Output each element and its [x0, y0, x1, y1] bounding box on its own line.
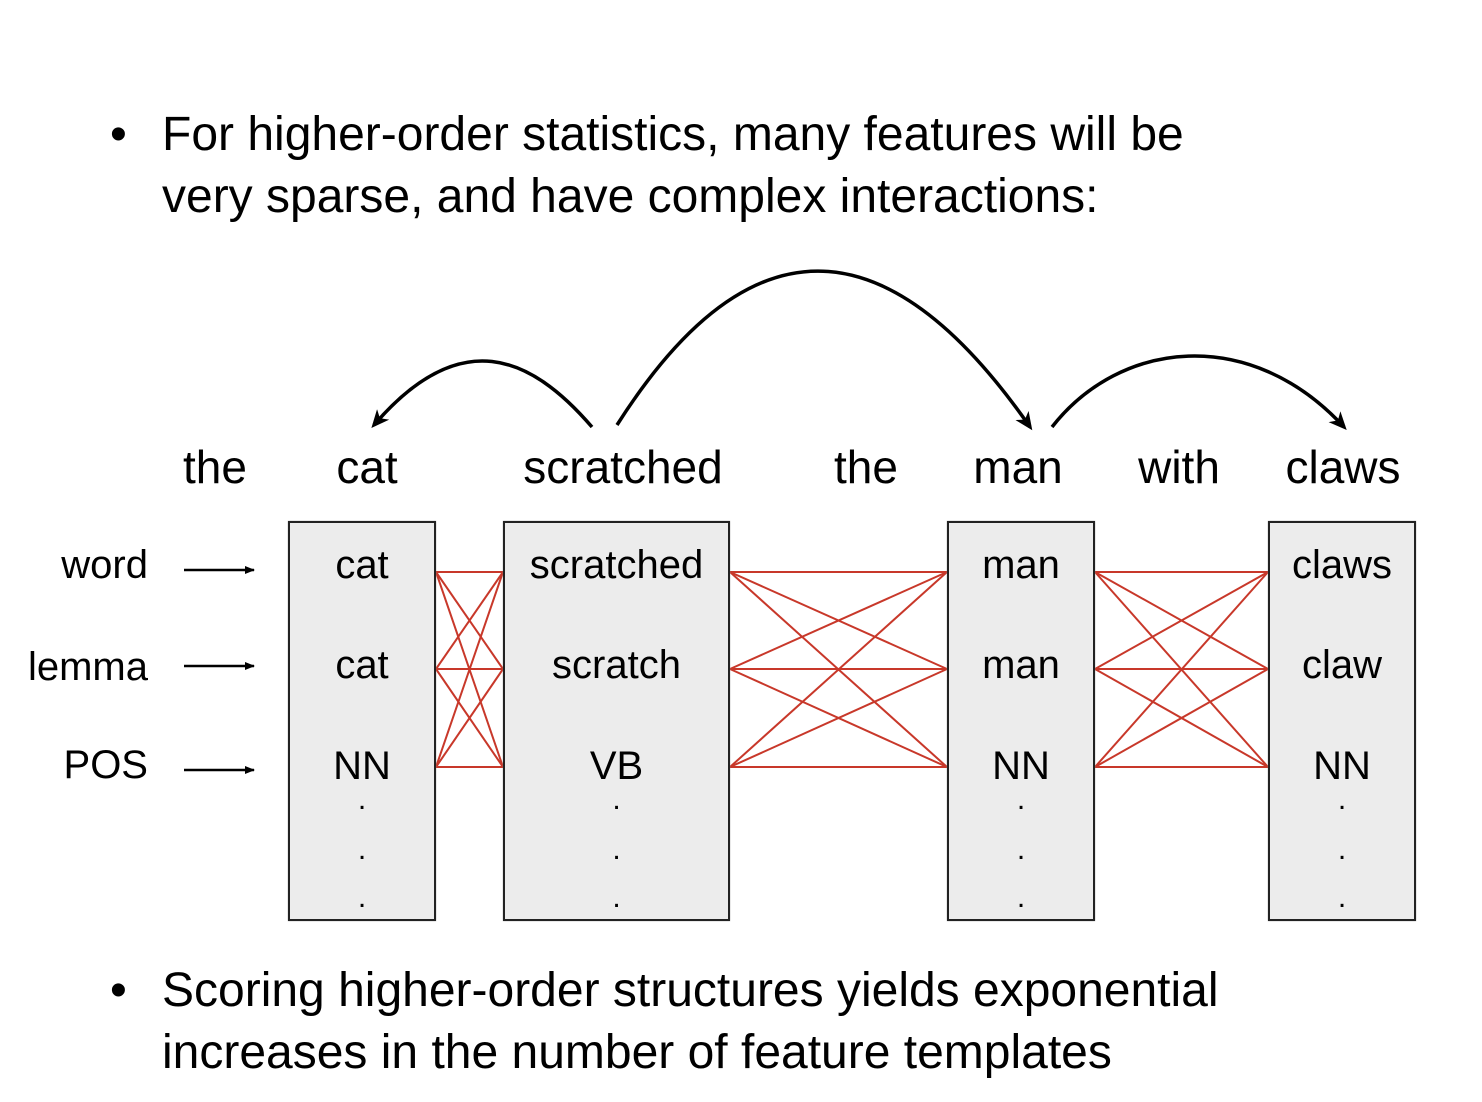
bullet-marker: • — [110, 964, 127, 1017]
connection-line — [1094, 571, 1269, 670]
feature-pos: NN — [333, 744, 391, 788]
bullet-2-line-1: Scoring higher-order structures yields e… — [162, 964, 1219, 1017]
feature-word: claws — [1291, 543, 1393, 587]
connection-line — [435, 571, 504, 768]
feature-lemma: claw — [1301, 643, 1383, 687]
feature-box-claws: claws claw NN . . . — [1268, 521, 1416, 921]
feature-word: man — [982, 543, 1060, 587]
sentence-word-man: man — [973, 441, 1063, 493]
feature-lemma: man — [982, 643, 1060, 687]
feature-box-scratched: scratched scratch VB . . . — [503, 521, 730, 921]
connection-line — [435, 571, 504, 670]
ellipsis-dot: . — [612, 833, 621, 866]
ellipsis-dot: . — [1337, 881, 1347, 914]
connection-line — [435, 668, 504, 768]
bullet-marker: • — [110, 108, 127, 161]
row-label-lemma: lemma — [27, 645, 148, 689]
ellipsis-dot: . — [1337, 783, 1347, 816]
arc-scratched-to-cat — [371, 359, 594, 429]
feature-lemma: cat — [335, 643, 389, 687]
feature-word: cat — [335, 543, 389, 587]
bullet-1-line-1: For higher-order statistics, many featur… — [162, 108, 1184, 161]
connection-line — [729, 668, 948, 768]
arc-scratched-to-man — [615, 269, 1033, 431]
connection-line — [1094, 668, 1269, 768]
sentence-word-with: with — [1138, 441, 1220, 493]
row-label-pos: POS — [63, 743, 148, 787]
ellipsis-dot: . — [1016, 783, 1026, 816]
ellipsis-dot: . — [1337, 833, 1347, 866]
row-label-word: word — [61, 543, 148, 587]
sentence-word-scratched: scratched — [523, 441, 723, 493]
sentence-word-claws: claws — [1285, 441, 1401, 493]
feature-pos: NN — [992, 744, 1050, 788]
feature-connections — [435, 571, 1269, 768]
connection-line — [729, 571, 948, 670]
sentence-word-cat: cat — [336, 441, 398, 493]
feature-lemma: scratch — [552, 643, 681, 687]
ellipsis-dot: . — [1016, 833, 1026, 866]
sentence-word-the-1: the — [183, 441, 247, 493]
feature-box-man: man man NN . . . — [947, 521, 1095, 921]
connection-line — [1094, 571, 1269, 768]
feature-pos: NN — [1313, 744, 1371, 788]
ellipsis-dot: . — [357, 783, 367, 816]
feature-pos: VB — [589, 744, 644, 788]
feature-word: scratched — [529, 543, 704, 587]
connection-line — [729, 571, 948, 768]
arc-man-to-claws — [1050, 354, 1347, 430]
ellipsis-dot: . — [612, 881, 621, 914]
ellipsis-dot: . — [357, 833, 367, 866]
sentence-word-the-2: the — [834, 441, 898, 493]
ellipsis-dot: . — [357, 881, 367, 914]
ellipsis-dot: . — [612, 783, 621, 816]
bullet-2-line-2: increases in the number of feature templ… — [162, 1026, 1112, 1079]
ellipsis-dot: . — [1016, 881, 1026, 914]
bullet-1-line-2: very sparse, and have complex interactio… — [162, 170, 1099, 223]
feature-box-cat: cat cat NN . . . — [288, 521, 436, 921]
